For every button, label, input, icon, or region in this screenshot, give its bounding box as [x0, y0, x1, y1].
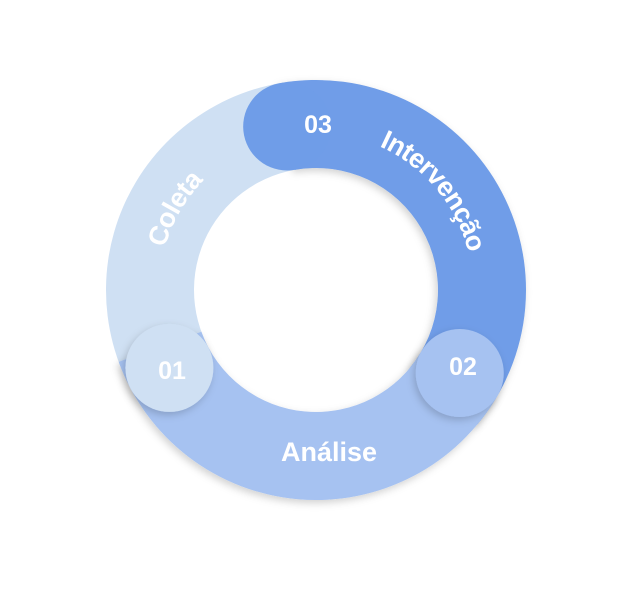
step-number-02: 02 [449, 353, 477, 381]
step-number-01: 01 [158, 357, 186, 385]
segment-coleta-cap-top [125, 323, 214, 412]
segment-intervencao-cap [243, 82, 332, 171]
segment-analise-cap [415, 329, 504, 417]
step-number-03: 03 [304, 111, 332, 139]
step-label-analise: Análise [281, 437, 377, 467]
segment-analise [118, 329, 504, 501]
segment-analise-band [118, 331, 498, 501]
